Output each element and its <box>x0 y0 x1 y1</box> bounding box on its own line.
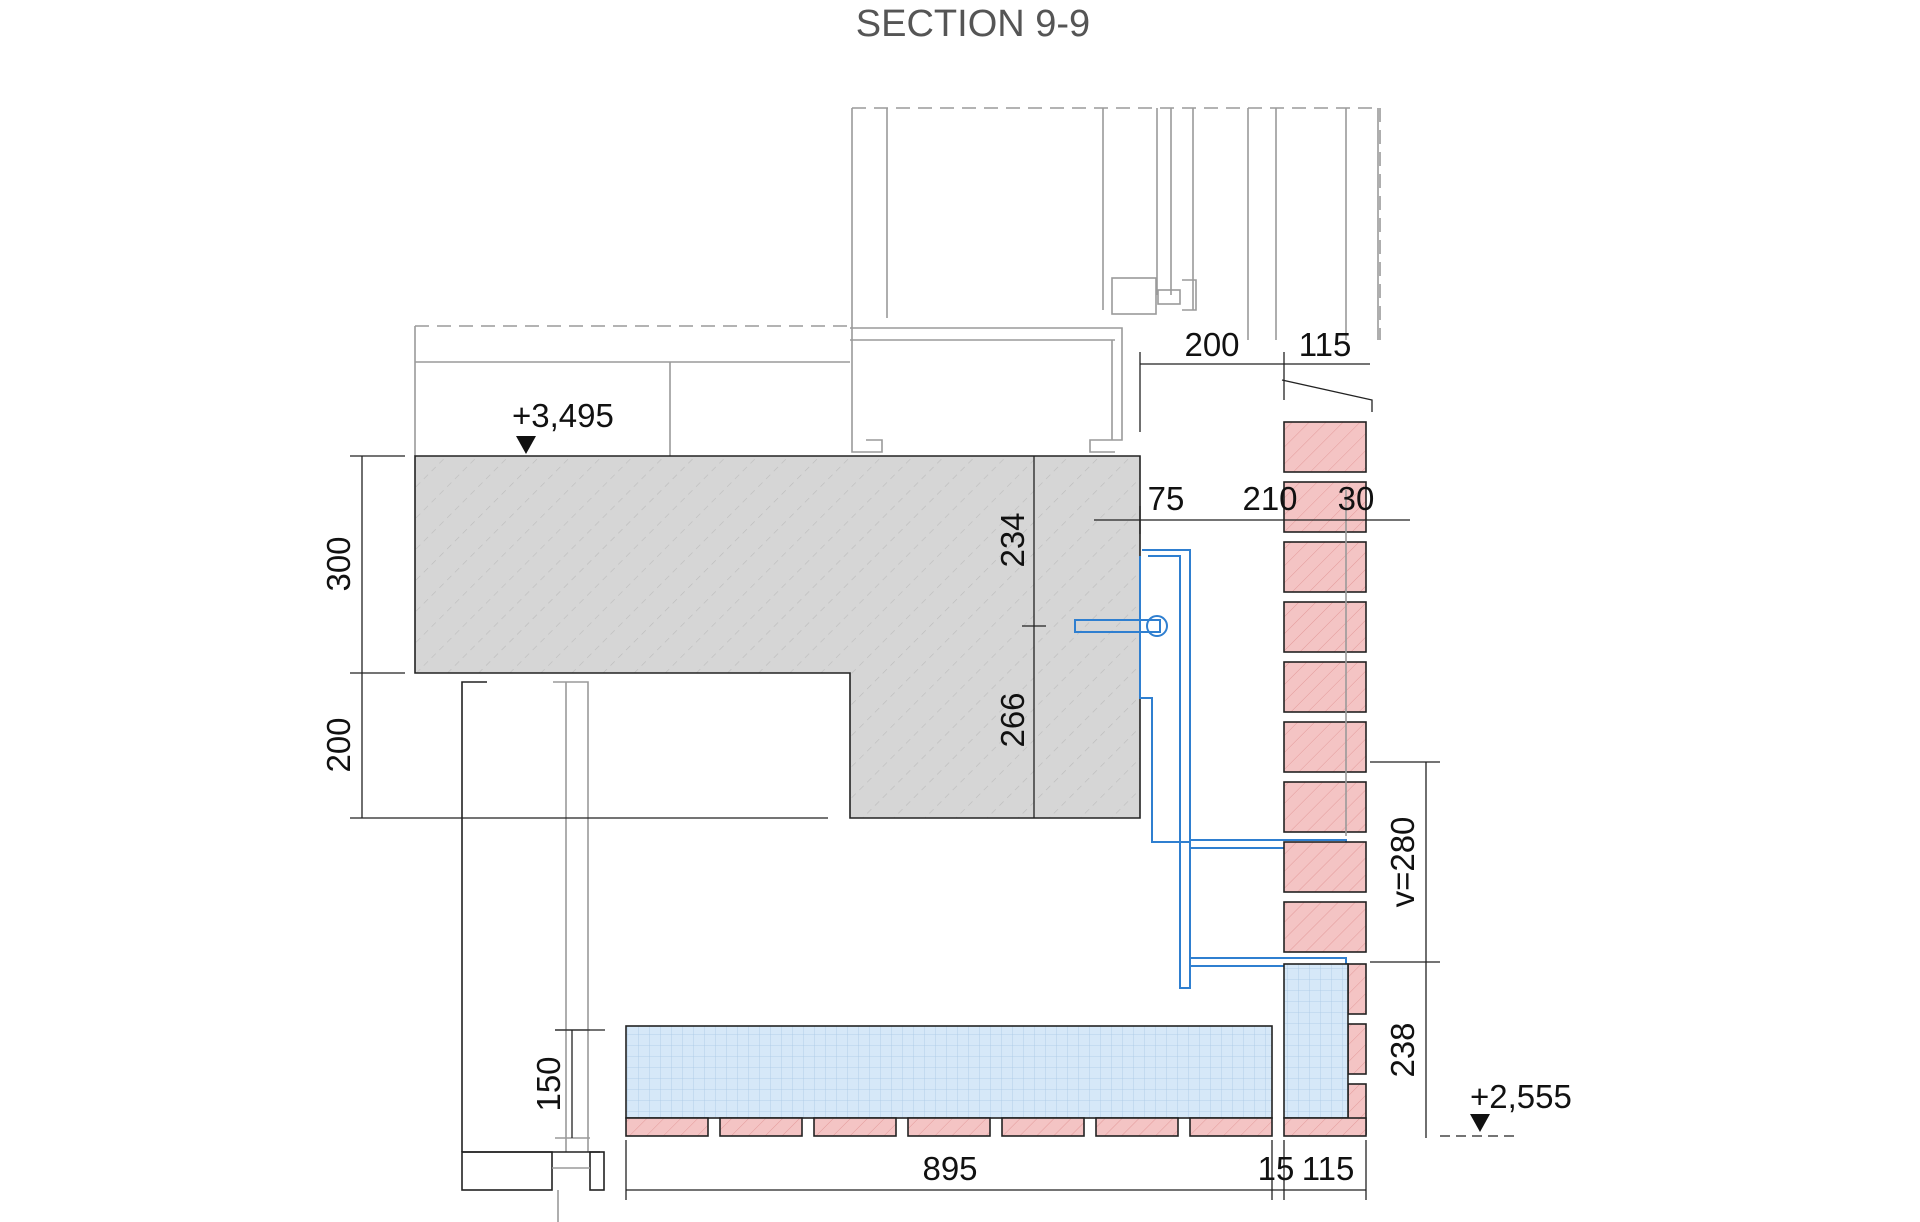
dim-75: 75 <box>1148 480 1185 517</box>
brick <box>1283 481 1367 533</box>
dim-115-top: 115 <box>1299 326 1352 363</box>
dim-200-left: 200 <box>320 717 357 772</box>
dim-30: 30 <box>1338 480 1375 517</box>
dim-210: 210 <box>1242 480 1297 517</box>
insulation-corner <box>1283 963 1349 1119</box>
dim-238: 238 <box>1384 1022 1421 1077</box>
dim-15: 15 <box>1258 1150 1295 1187</box>
dim-234: 234 <box>994 512 1031 567</box>
dim-266: 266 <box>994 692 1031 747</box>
level-bottom-label: +2,555 <box>1470 1078 1572 1115</box>
brick <box>1283 841 1367 893</box>
drawing-title: SECTION 9-9 <box>856 3 1090 45</box>
parapet-outline <box>414 325 850 456</box>
level-top-label: +3,495 <box>512 397 614 434</box>
dim-v280: v=280 <box>1384 817 1421 908</box>
window-frame-outline <box>850 107 1381 453</box>
concrete-slab <box>414 455 1141 819</box>
brick <box>1283 781 1367 833</box>
dim-895: 895 <box>922 1150 977 1187</box>
level-marker-top: +3,495 <box>512 397 614 454</box>
dim-115-bottom: 115 <box>1302 1150 1355 1187</box>
brick <box>1283 661 1367 713</box>
brick <box>1283 901 1367 953</box>
dim-200-top: 200 <box>1184 326 1239 363</box>
dimension-lines <box>350 352 1440 1200</box>
insulation-soffit <box>625 1025 1273 1119</box>
level-marker-bottom: +2,555 <box>1440 1078 1572 1137</box>
brick <box>1283 541 1367 593</box>
brick <box>1283 721 1367 773</box>
brick <box>1347 963 1367 1015</box>
dim-150: 150 <box>530 1056 567 1111</box>
dim-300: 300 <box>320 536 357 591</box>
brick <box>1283 421 1367 473</box>
soffit-bricks <box>625 1117 1367 1137</box>
brick <box>1347 1023 1367 1075</box>
brick <box>1283 601 1367 653</box>
window-profile-lower <box>461 681 605 1222</box>
brick-wall <box>1283 421 1367 1135</box>
